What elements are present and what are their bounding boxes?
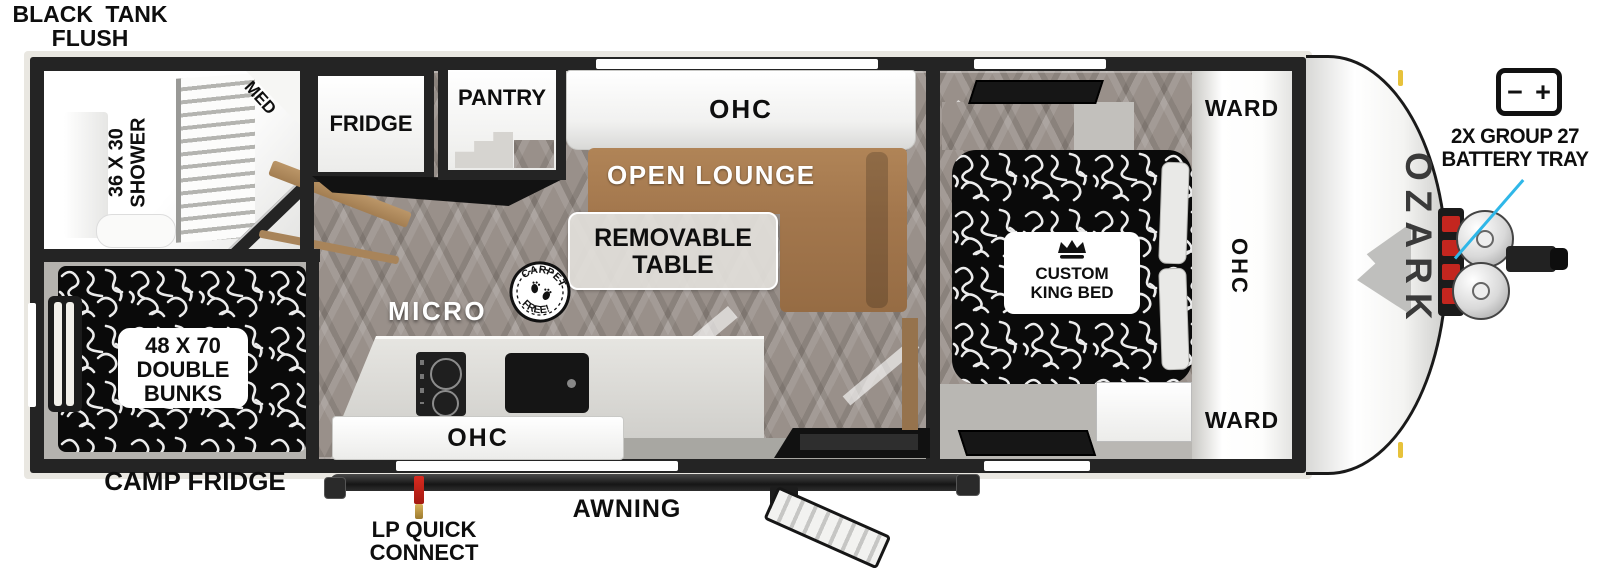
clearance-light (1398, 442, 1403, 458)
entry-step (763, 486, 892, 570)
awning-end-cap (956, 474, 980, 496)
propane-tank-cap (1476, 230, 1494, 248)
double-bunks-line1: 48 X 70 (145, 333, 221, 358)
footprint-icons (531, 281, 552, 300)
overhead-cabinet-top: OHC (566, 70, 916, 150)
burner-large (430, 358, 462, 390)
doorway-wood-trim (902, 318, 918, 430)
bunk-window-frame (48, 296, 82, 412)
battery-icon: − + (1496, 68, 1562, 116)
entry-door-inner (800, 434, 918, 450)
cooktop-knobs (420, 360, 424, 404)
fridge-interior: FRIDGE (318, 76, 424, 172)
lounge-sofa-armrest (866, 152, 888, 308)
faucet (567, 379, 576, 388)
double-bunks-line3: BUNKS (143, 381, 223, 406)
removable-table-label: REMOVABLE TABLE (568, 212, 778, 290)
removable-table-line2: TABLE (632, 251, 714, 279)
custom-king-bed-label: CUSTOM KING BED (1004, 232, 1140, 314)
toilet (96, 214, 176, 248)
ward-top-label: WARD (1204, 95, 1280, 121)
shower-label-line2: SHOWER (127, 117, 149, 208)
ohc-lower-label: OHC (447, 423, 509, 452)
micro-label: MICRO (388, 296, 488, 326)
rear-wall-window (28, 303, 36, 407)
battery-callout-line2: BATTERY TRAY (1441, 148, 1589, 171)
bedroom-dresser-woodtop (942, 102, 1074, 150)
awning-label: AWNING (572, 495, 682, 523)
bunkroom-right-wall (306, 249, 319, 473)
double-bunks-line2: DOUBLE (136, 357, 230, 382)
top-wall-window-galley (596, 59, 878, 69)
bottom-wall-window-bedroom (984, 461, 1090, 471)
pantry-floor-patch (514, 140, 554, 168)
awning-rail (330, 474, 978, 491)
lp-label-line2: CONNECT (369, 540, 479, 566)
battery-plus-symbol: + (1535, 76, 1551, 107)
lp-label-line1: LP QUICK (371, 517, 477, 542)
bedroom-nightstand (1096, 382, 1192, 442)
lp-quick-connect-label: LP QUICK CONNECT (348, 518, 500, 564)
carpet-free-badge: CARPET FREE! (509, 258, 572, 323)
battery-tray-cell (1442, 216, 1460, 232)
king-bed-line2: KING BED (1030, 283, 1114, 302)
ohc-top-label: OHC (709, 94, 773, 125)
bunk-window-pane (54, 302, 62, 406)
battery-tray-cell (1442, 240, 1460, 256)
brand-logo-text: OZARK (1397, 152, 1439, 329)
bed-pillow (1158, 161, 1190, 265)
black-tank-flush-label: BLACK TANK FLUSH (6, 2, 174, 50)
hitch-coupler-arm (1506, 246, 1556, 272)
removable-table-line1: REMOVABLE (594, 224, 752, 252)
cooktop (416, 352, 466, 417)
shower-shelves (176, 73, 255, 243)
bedroom-bottom-vent (957, 430, 1097, 456)
ward-bottom-label: WARD (1204, 407, 1280, 433)
bedroom-dresser-side (1074, 102, 1134, 150)
kitchen-sink (505, 353, 589, 413)
bottom-wall-window-galley (396, 461, 678, 471)
bed-pillow (1158, 267, 1190, 371)
camp-fridge-label: CAMP FRIDGE (104, 466, 286, 496)
lp-connector-tip (415, 504, 423, 519)
clearance-light (1398, 70, 1403, 86)
overhead-cabinet-lower: OHC (332, 416, 624, 460)
lounge-sofa-back (588, 148, 907, 214)
crown-icon (1058, 240, 1086, 259)
double-bunks-label: 48 X 70 DOUBLE BUNKS (118, 328, 248, 408)
bunk-window-pane (66, 302, 74, 406)
shower-label: 36 X 30 SHOWER (105, 88, 149, 238)
burner-small (432, 390, 459, 417)
hitch-coupler-knob (1550, 248, 1568, 270)
bedroom-ohc-label: OHC (1227, 238, 1253, 296)
propane-tank-cap (1472, 282, 1490, 300)
bunkroom-divider-wall (30, 249, 320, 262)
lounge-sofa-chaise (780, 214, 907, 312)
black-tank-flush-line2: FLUSH (51, 25, 129, 52)
bedroom-partition-wall (926, 57, 940, 473)
battery-minus-symbol: − (1507, 76, 1523, 107)
bedroom-top-vent (968, 80, 1104, 104)
pantry-label: PANTRY (458, 85, 546, 110)
king-bed-line1: CUSTOM (1035, 264, 1109, 283)
battery-callout-line1: 2X GROUP 27 (1451, 125, 1579, 148)
shower-label-line1: 36 X 30 (105, 128, 128, 198)
fridge-label: FRIDGE (329, 111, 413, 137)
wardrobe-column (1192, 71, 1292, 459)
lp-connector-body (414, 476, 424, 504)
awning-end-cap (324, 477, 346, 499)
top-wall-window-bedroom (974, 59, 1106, 69)
open-lounge-label: OPEN LOUNGE (607, 160, 816, 190)
black-tank-flush-line1: BLACK TANK (12, 1, 168, 27)
